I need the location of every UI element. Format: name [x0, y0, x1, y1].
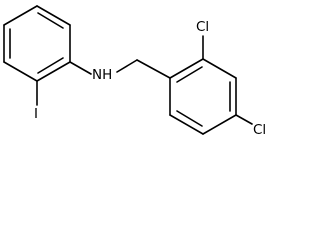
aromatic-inner-bond	[176, 110, 203, 127]
aromatic-inner-bond	[37, 57, 64, 74]
bond	[169, 114, 204, 135]
n-ch2-bond	[116, 59, 138, 73]
molecule-structure-diagram: NH I Cl Cl	[3, 5, 266, 138]
dichlorophenyl-ring	[169, 58, 237, 135]
atom-label-cl-para: Cl	[253, 122, 266, 138]
bond	[169, 58, 204, 79]
bond	[36, 61, 71, 82]
iodophenyl-ring	[3, 5, 71, 82]
bond	[202, 114, 237, 135]
structure-canvas: NH I Cl Cl	[3, 5, 266, 138]
c-cl-para-bond	[235, 114, 253, 125]
ch2-ring-bond	[136, 59, 171, 79]
bond	[36, 5, 71, 26]
atom-label-iodine: I	[34, 106, 38, 122]
bond	[202, 58, 237, 79]
bond	[3, 61, 38, 82]
atom-label-cl-ortho: Cl	[196, 19, 209, 35]
aromatic-inner-bond	[176, 66, 203, 83]
c-n-bond	[69, 61, 92, 75]
bond	[3, 5, 38, 26]
atom-label-nh: NH	[92, 67, 112, 83]
aromatic-inner-bond	[37, 12, 64, 29]
